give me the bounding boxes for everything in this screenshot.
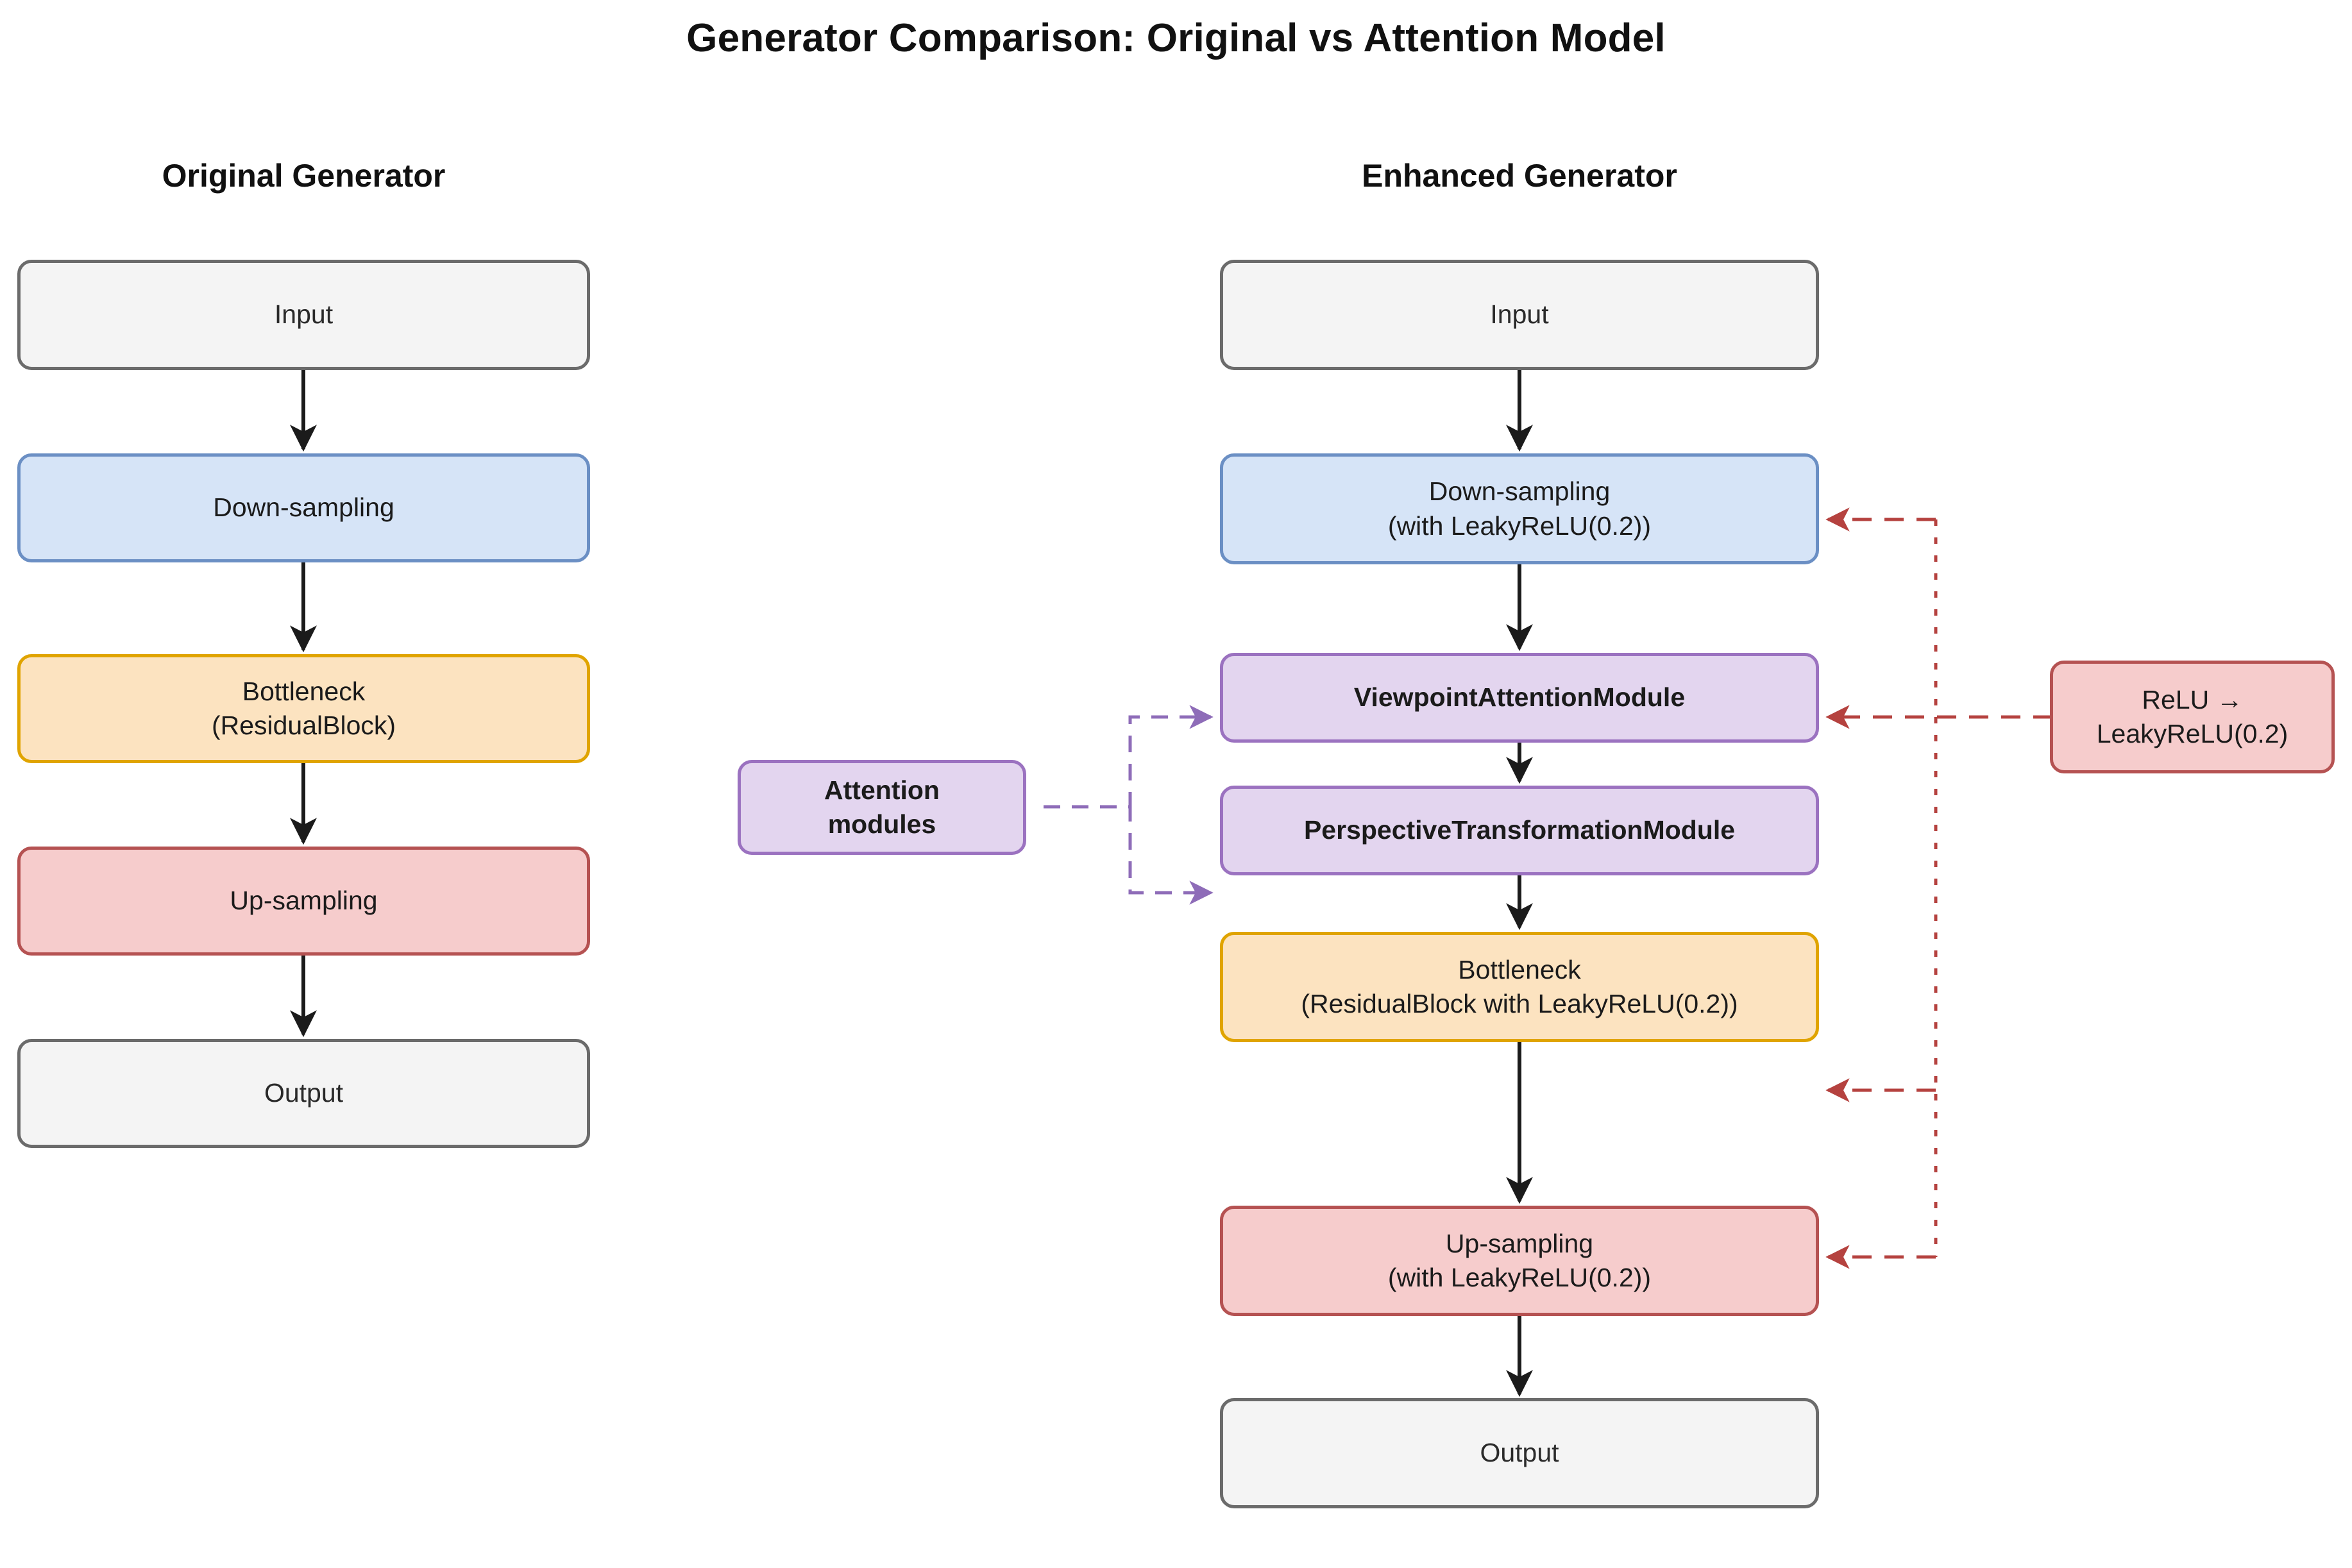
node-original-up-sampling[interactable]: Up-sampling (17, 847, 590, 956)
node-label-line1: PerspectiveTransformationModule (1303, 815, 1736, 845)
column-title-enhanced: Enhanced Generator (1362, 158, 1677, 194)
node-enhanced-input[interactable]: Input (1220, 260, 1819, 370)
node-enhanced-down-sampling[interactable]: Down-sampling (with LeakyReLU(0.2)) (1220, 453, 1819, 564)
node-label-line1: Bottleneck (242, 676, 366, 706)
note-label-line2: modules (827, 809, 936, 839)
node-label-line2: (ResidualBlock) (211, 711, 396, 740)
note-attention-modules[interactable]: Attention modules (738, 760, 1026, 855)
node-label-line2: (with LeakyReLU(0.2)) (1387, 510, 1652, 541)
node-label-line1: Input (1490, 299, 1549, 330)
note-relu-to-leakyrelu[interactable]: ReLU → LeakyReLU(0.2) (2050, 661, 2335, 773)
node-label-line1: Output (264, 1078, 344, 1108)
note-label-line2: LeakyReLU(0.2) (2096, 719, 2289, 748)
node-label-line1: Up-sampling (230, 886, 378, 916)
node-label-line1: ViewpointAttentionModule (1353, 682, 1686, 712)
page-title: Generator Comparison: Original vs Attent… (686, 16, 1666, 60)
node-label-line1: Input (274, 299, 334, 330)
node-original-down-sampling[interactable]: Down-sampling (17, 453, 590, 562)
node-label-line2: (ResidualBlock with LeakyReLU(0.2)) (1301, 989, 1738, 1018)
edge-attention-to-viewpoint (1044, 705, 1214, 809)
column-title-original: Original Generator (162, 158, 446, 194)
node-perspective-transformation-module[interactable]: PerspectiveTransformationModule (1220, 786, 1819, 875)
node-original-input[interactable]: Input (17, 260, 590, 370)
node-label-line1: Output (1480, 1438, 1559, 1468)
edge-attention-to-perspective (1044, 805, 1214, 905)
node-label-line2: (with LeakyReLU(0.2)) (1387, 1263, 1652, 1292)
node-viewpoint-attention-module[interactable]: ViewpointAttentionModule (1220, 653, 1819, 743)
node-original-output[interactable]: Output (17, 1039, 590, 1148)
node-original-bottleneck[interactable]: Bottleneck (ResidualBlock) (17, 654, 590, 763)
node-enhanced-up-sampling[interactable]: Up-sampling (with LeakyReLU(0.2)) (1220, 1206, 1819, 1316)
node-enhanced-output[interactable]: Output (1220, 1398, 1819, 1508)
node-enhanced-bottleneck[interactable]: Bottleneck (ResidualBlock with LeakyReLU… (1220, 932, 1819, 1042)
node-label-line1: Bottleneck (1458, 954, 1581, 984)
node-label-line1: Down-sampling (213, 493, 394, 523)
note-label-line1: Attention (824, 775, 940, 805)
node-label-line1: Up-sampling (1445, 1228, 1594, 1258)
note-label-line1: ReLU → (2142, 684, 2243, 714)
node-label-line1: Down-sampling (1428, 476, 1611, 507)
